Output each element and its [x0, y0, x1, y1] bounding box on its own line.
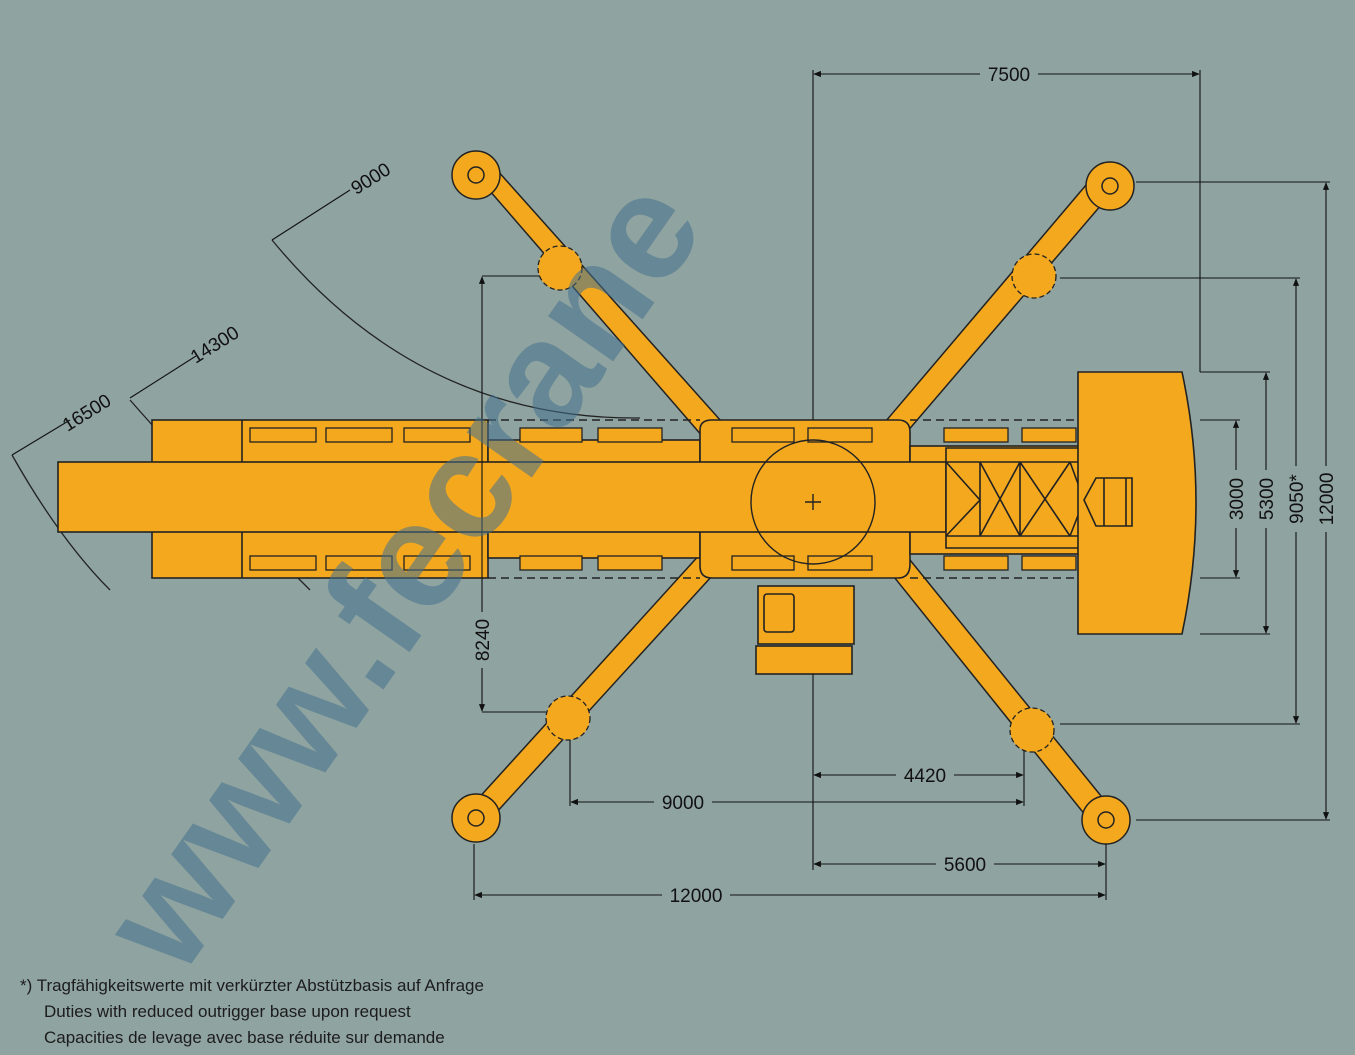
outrigger-beams: [464, 159, 1116, 828]
dim-radius-inner: 9000: [348, 159, 395, 199]
counterweight: [1077, 371, 1197, 635]
pad-front-right: [1085, 161, 1135, 211]
carrier-rear-dashed: [488, 419, 1082, 579]
footnote-line-en: Duties with reduced outrigger base upon …: [44, 1002, 411, 1021]
dim-top-width: 7500: [988, 65, 1030, 86]
dim-radius-middle: 14300: [187, 322, 243, 368]
outrigger-rear-left: [464, 551, 724, 828]
slewing-ring: [750, 439, 876, 565]
pad-rear-right: [1081, 795, 1131, 845]
dim-width-9050: 9050*: [1287, 474, 1308, 524]
footnote-line-de: *) Tragfähigkeitswerte mit verkürzter Ab…: [20, 976, 484, 995]
dim-bottom-12000: 12000: [670, 886, 723, 907]
footnote: *) Tragfähigkeitswerte mit verkürzter Ab…: [20, 973, 484, 1051]
dim-bottom-5600: 5600: [944, 855, 986, 876]
outrigger-pads: [451, 150, 1135, 845]
dim-bottom-4420: 4420: [904, 766, 946, 787]
dim-outrigger-length: 8240: [473, 619, 494, 661]
pad-rear-left: [451, 793, 501, 843]
dim-width-3000: 3000: [1227, 478, 1248, 520]
dim-radius-outer: 16500: [59, 390, 115, 436]
dim-width-5300: 5300: [1257, 478, 1278, 520]
dim-label-backdrops: [468, 62, 1340, 907]
operator-cab: [755, 585, 855, 675]
dim-bottom-9000: 9000: [662, 793, 704, 814]
pad-front-left: [451, 150, 501, 200]
outrigger-pads-reduced: [537, 245, 1057, 753]
carrier-panels: [249, 427, 1077, 571]
footnote-line-fr: Capacities de levage avec base réduite s…: [44, 1028, 445, 1047]
arc-9000: [271, 239, 641, 419]
dim-width-12000: 12000: [1317, 473, 1338, 526]
